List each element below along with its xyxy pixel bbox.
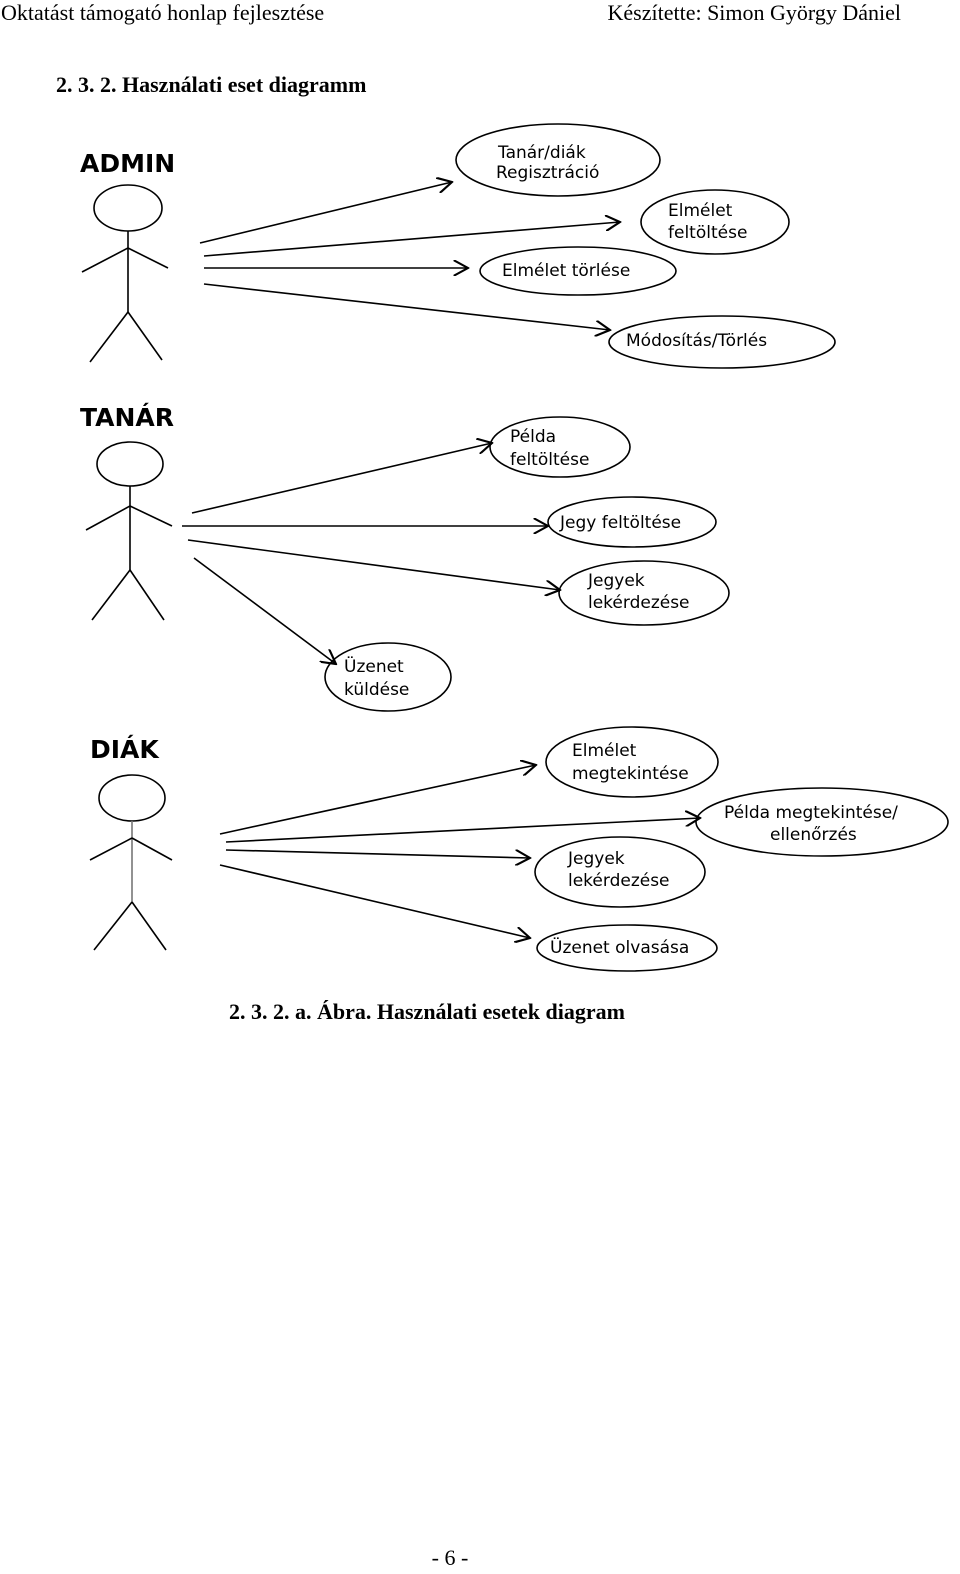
actor-tanar: TANÁR bbox=[80, 403, 174, 621]
use-case-jegy-feltoltese: Jegy feltöltése bbox=[547, 496, 717, 548]
association-arrow bbox=[203, 283, 610, 330]
association-arrow bbox=[187, 539, 560, 590]
stick-figure-icon bbox=[89, 774, 173, 951]
actor-admin-label: ADMIN bbox=[80, 149, 175, 178]
use-case-tanar-diak-regisztracio: Tanár/diák Regisztráció bbox=[455, 123, 661, 197]
use-case-label: lekérdezése bbox=[568, 871, 670, 891]
tanar-associations bbox=[182, 443, 560, 664]
use-case-jegyek-lekerdezese-diak: Jegyek lekérdezése bbox=[534, 836, 706, 908]
use-case-label: feltöltése bbox=[668, 223, 747, 243]
use-case-jegyek-lekerdezese-tanar: Jegyek lekérdezése bbox=[558, 560, 730, 626]
actor-tanar-label: TANÁR bbox=[80, 403, 174, 432]
use-case-uzenet-kuldese: Üzenet küldése bbox=[324, 642, 452, 712]
use-case-label: Példa bbox=[510, 427, 556, 447]
stick-figure-icon bbox=[85, 441, 173, 621]
use-case-pelda-feltoltese: Példa feltöltése bbox=[489, 416, 631, 478]
header-title: Oktatást támogató honlap fejlesztése bbox=[1, 0, 325, 25]
section-title: 2. 3. 2. Használati eset diagramm bbox=[56, 72, 367, 97]
actor-diak-label: DIÁK bbox=[90, 735, 160, 764]
use-case-label: Regisztráció bbox=[496, 163, 599, 183]
association-arrow bbox=[199, 182, 452, 244]
use-case-uzenet-olvasasa: Üzenet olvasása bbox=[536, 924, 718, 972]
use-case-label: ellenőrzés bbox=[770, 825, 857, 845]
actor-admin: ADMIN bbox=[80, 149, 175, 363]
use-case-label: Üzenet bbox=[344, 655, 404, 677]
use-case-label: Elmélet bbox=[572, 741, 637, 761]
association-arrow bbox=[225, 849, 530, 858]
association-arrow bbox=[219, 864, 530, 938]
use-case-label: Módosítás/Törlés bbox=[626, 331, 767, 351]
use-case-label: Elmélet törlése bbox=[502, 261, 630, 281]
use-case-label: Jegy feltöltése bbox=[559, 513, 681, 533]
use-case-label: Jegyek bbox=[587, 571, 645, 591]
association-arrow bbox=[193, 557, 336, 664]
use-case-label: Példa megtekintése/ bbox=[724, 803, 898, 823]
association-arrow bbox=[219, 765, 536, 835]
admin-associations bbox=[199, 182, 620, 330]
use-case-label: Jegyek bbox=[567, 849, 625, 869]
use-case-label: megtekintése bbox=[572, 764, 689, 784]
use-case-diagram: ADMIN Tanár/diák Regisztráció Elmélet fe… bbox=[80, 123, 949, 972]
stick-figure-icon bbox=[81, 184, 169, 363]
use-case-elmelet-megtekintese: Elmélet megtekintése bbox=[545, 726, 719, 798]
header-author: Készítette: Simon György Dániel bbox=[607, 0, 902, 25]
association-arrow bbox=[225, 818, 700, 843]
use-case-label: Üzenet olvasása bbox=[550, 936, 689, 958]
association-arrow bbox=[191, 443, 492, 514]
association-arrow bbox=[203, 222, 620, 257]
use-case-elmelet-torlese: Elmélet törlése bbox=[479, 246, 677, 296]
use-case-label: lekérdezése bbox=[588, 593, 690, 613]
use-case-label: Elmélet bbox=[668, 201, 733, 221]
use-case-elmelet-feltoltese: Elmélet feltöltése bbox=[640, 189, 790, 255]
diak-associations bbox=[219, 765, 700, 938]
use-case-modositas-torles: Módosítás/Törlés bbox=[608, 315, 836, 369]
page-number: - 6 - bbox=[431, 1545, 469, 1570]
figure-caption: 2. 3. 2. a. Ábra. Használati esetek diag… bbox=[229, 999, 625, 1024]
actor-diak: DIÁK bbox=[89, 735, 173, 951]
use-case-pelda-megtekintese: Példa megtekintése/ ellenőrzés bbox=[695, 787, 949, 857]
use-case-label: küldése bbox=[344, 680, 409, 700]
use-case-label: feltöltése bbox=[510, 450, 589, 470]
use-case-label: Tanár/diák bbox=[497, 143, 586, 163]
